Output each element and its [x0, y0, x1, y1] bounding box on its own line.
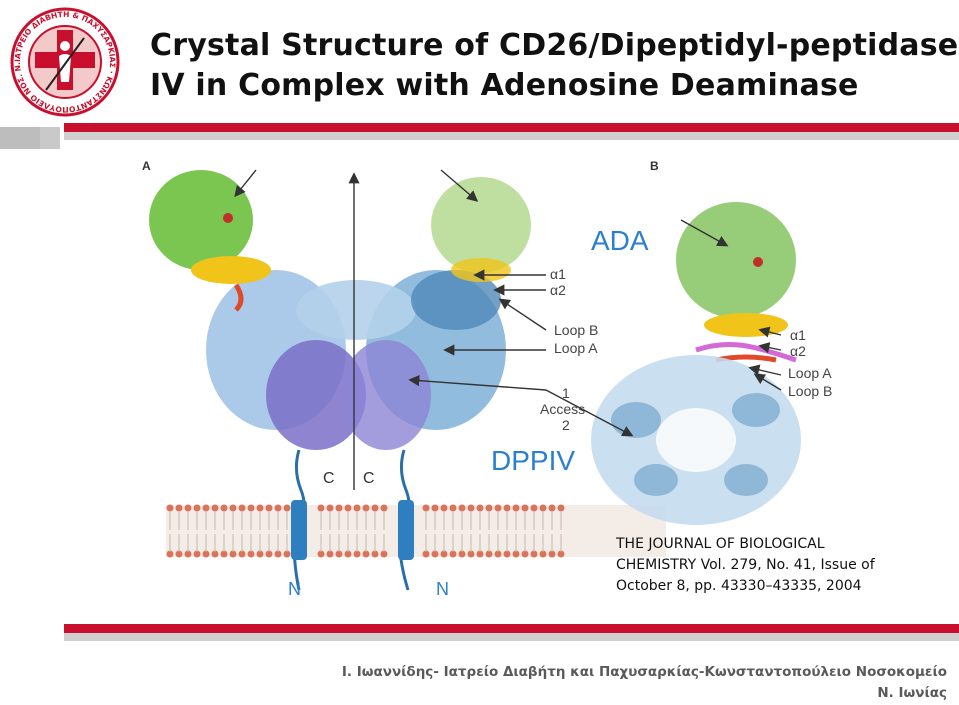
ada-label: ADA — [591, 225, 649, 256]
transmembrane-helices — [291, 449, 414, 591]
n-terminus-right: N — [436, 579, 449, 599]
annotation-arrows — [234, 169, 782, 490]
n-terminus-left: N — [288, 579, 301, 599]
ada-protein-right — [676, 202, 797, 363]
top-red-rule — [64, 123, 959, 132]
access-2-label: 2 — [562, 417, 570, 433]
alpha2-label: α2 — [550, 282, 566, 298]
title-line-2: IV in Complex with Adenosine Deaminase — [150, 68, 859, 103]
top-gray-rule — [64, 132, 959, 140]
loop-a-label: Loop A — [554, 340, 598, 356]
citation-line-3: October 8, pp. 43330–43335, 2004 — [616, 578, 862, 594]
dppiv-propeller — [591, 355, 801, 525]
panel-a-label: A — [142, 159, 151, 173]
bottom-red-rule — [64, 624, 959, 633]
b-alpha1-label: α1 — [790, 327, 806, 343]
b-loop-b-label: Loop B — [788, 383, 832, 399]
hospital-logo-icon: ΙΑΤΡΕΙΟ ΔΙΑΒΗΤΗ & ΠΑΧΥΣΑΡΚΙΑΣ · ΚΩΝΣΤΑΝΤ… — [6, 6, 120, 117]
b-alpha2-label: α2 — [790, 343, 806, 359]
citation-line-2: CHEMISTRY Vol. 279, No. 41, Issue of — [616, 557, 875, 573]
panel-b-label: B — [650, 159, 659, 173]
dppiv-label: DPPIV — [491, 445, 575, 476]
dppiv-dimer — [206, 270, 506, 450]
c-terminus-left: C — [323, 470, 335, 487]
bottom-gray-rule — [64, 633, 959, 641]
b-loop-a-label: Loop A — [788, 365, 832, 381]
citation-line-1: THE JOURNAL OF BIOLOGICAL — [616, 536, 825, 552]
slide-title: Crystal Structure of CD26/Dipeptidyl-pep… — [150, 26, 959, 106]
loop-b-label: Loop B — [554, 322, 598, 338]
alpha1-label: α1 — [550, 266, 566, 282]
footer-line-2: Ν. Ιωνίας — [877, 685, 947, 701]
protein-structure-figure: A B ADA DPPIV α1 α2 Loop B Loop A 1 Acce… — [142, 159, 832, 599]
journal-citation: THE JOURNAL OF BIOLOGICAL CHEMISTRY Vol.… — [616, 534, 916, 597]
slide-footer: Ι. Ιωαννίδης- Ιατρείο Διαβήτη και Παχυσα… — [342, 662, 947, 704]
c-terminus-right: C — [363, 470, 375, 487]
lipid-membrane — [166, 504, 666, 558]
title-line-1: Crystal Structure of CD26/Dipeptidyl-pep… — [150, 28, 959, 63]
footer-line-1: Ι. Ιωαννίδης- Ιατρείο Διαβήτη και Παχυσα… — [341, 664, 947, 680]
decor-gray-block-inner — [0, 127, 40, 149]
access-1-label: 1 — [562, 385, 570, 401]
access-label: Access — [540, 401, 585, 417]
